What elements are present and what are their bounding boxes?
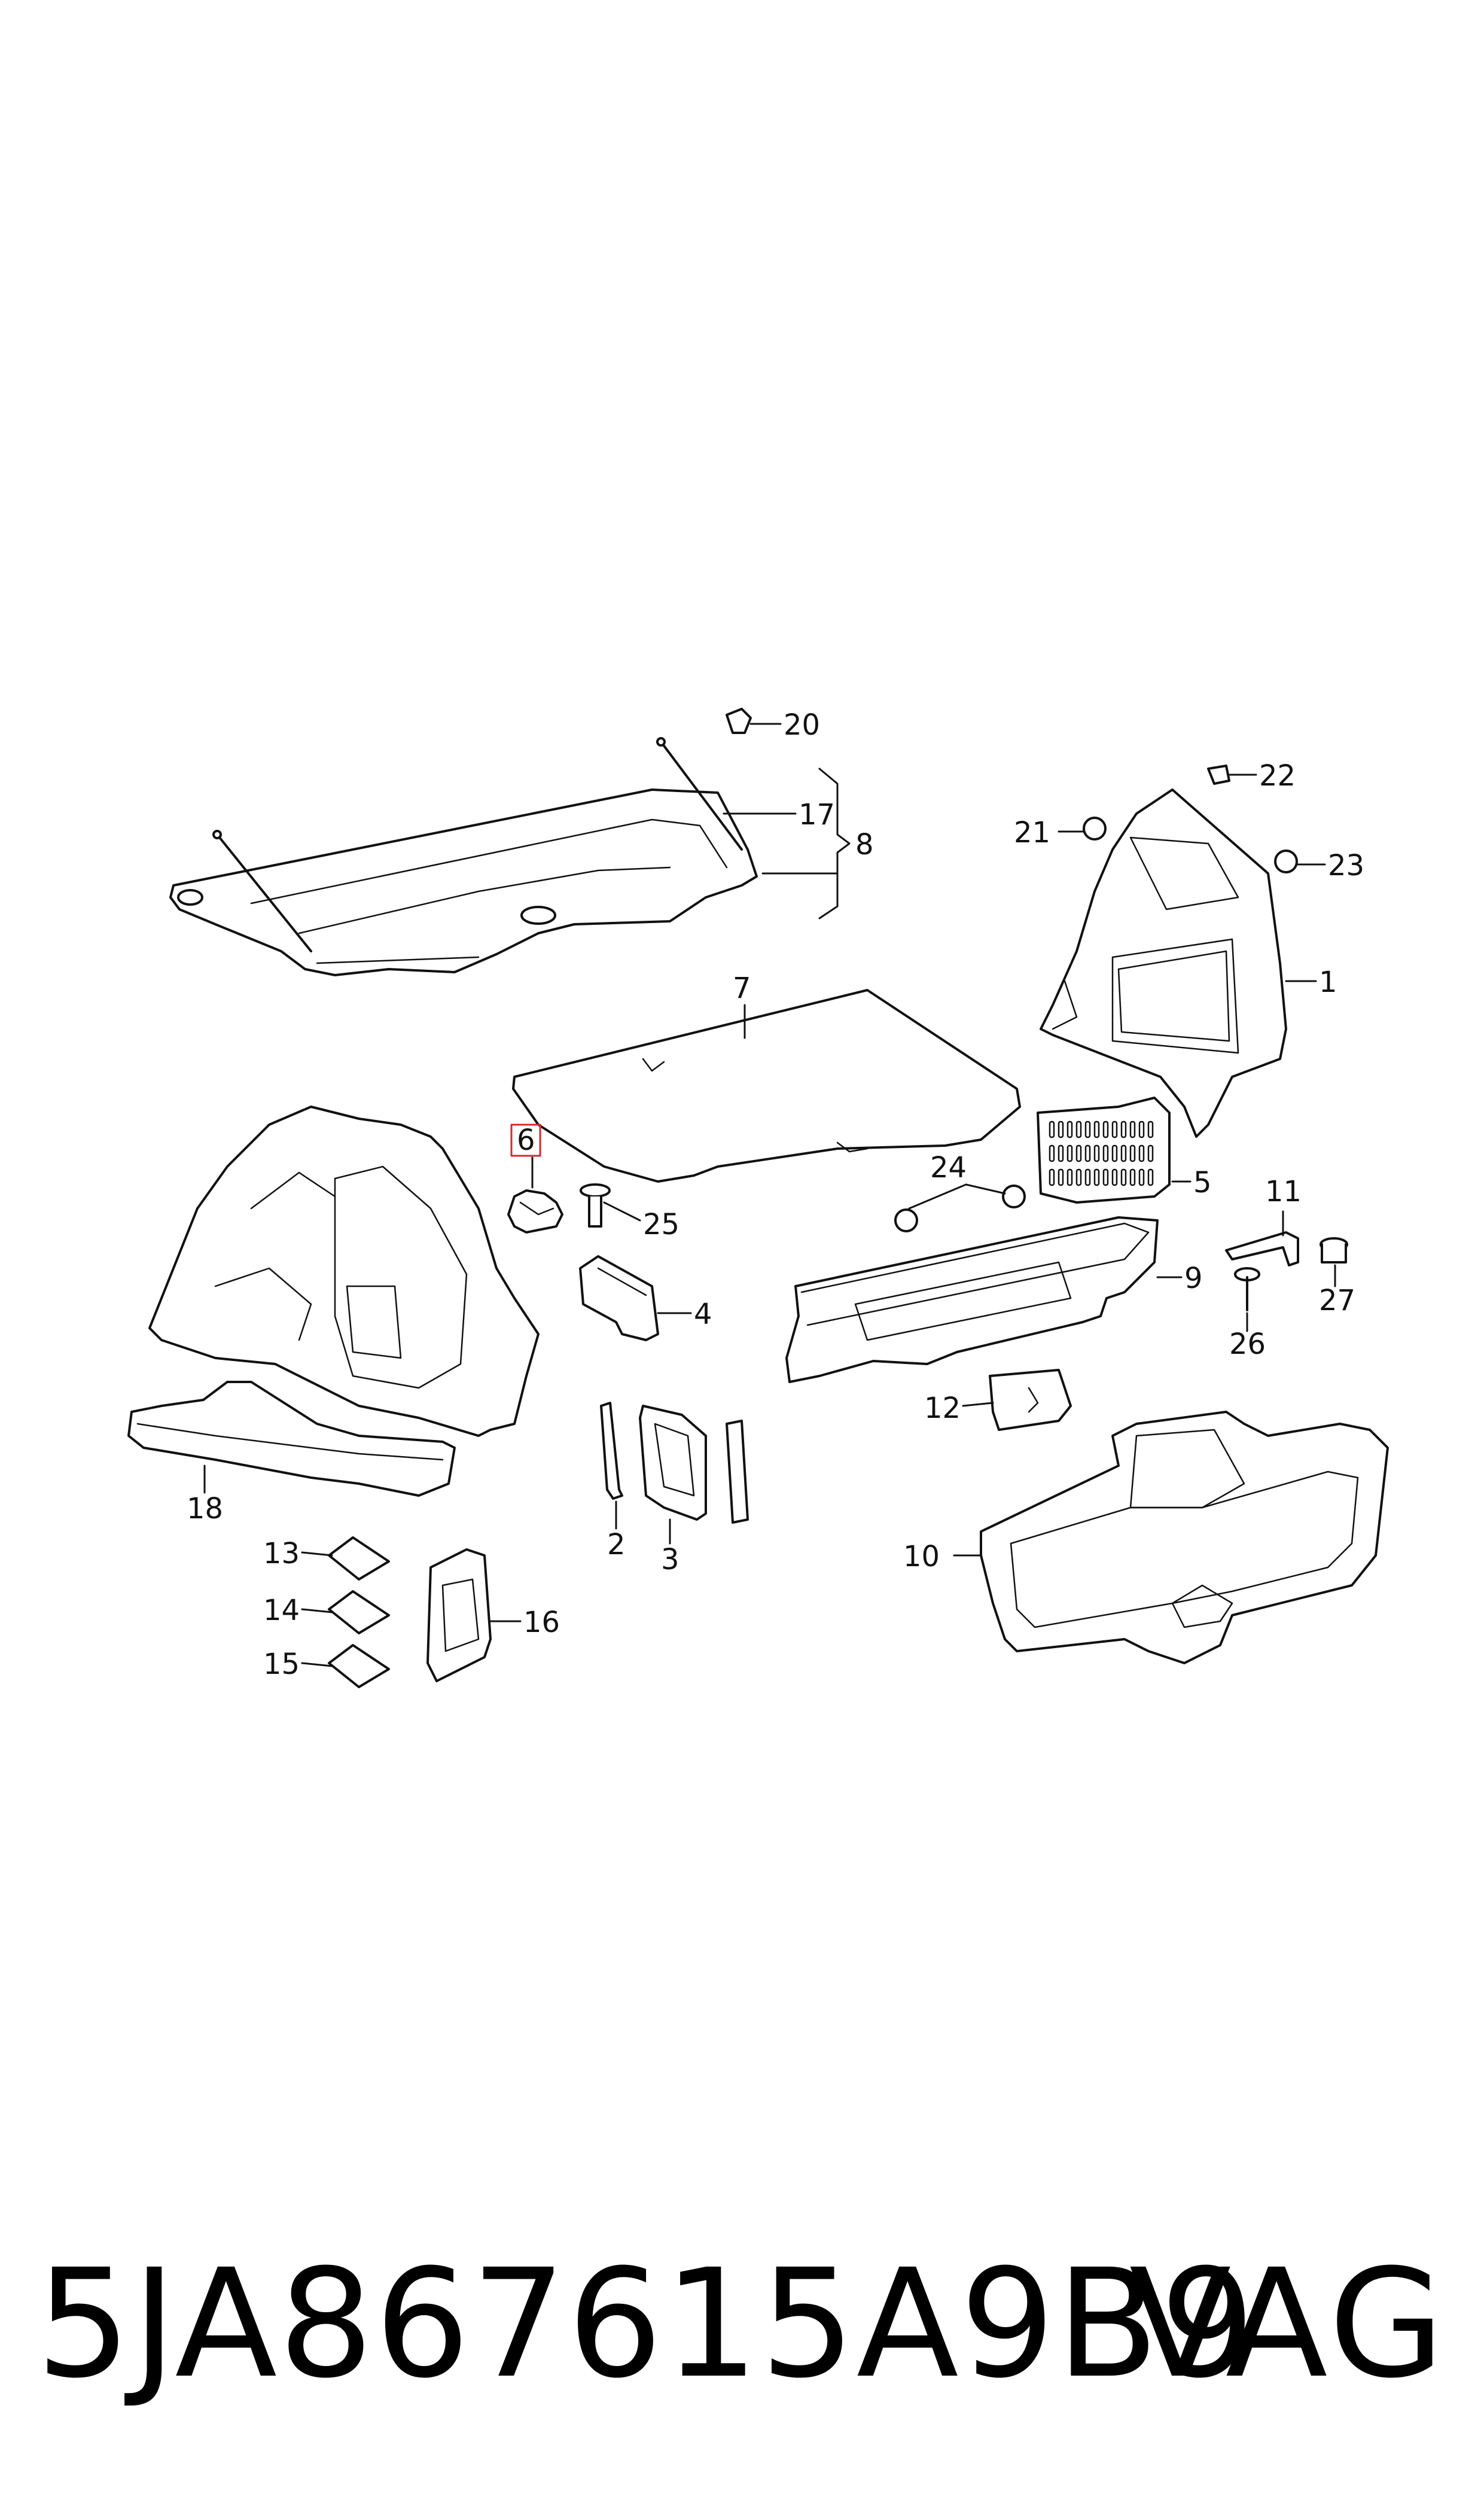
part-clip-6 (507, 1189, 563, 1234)
vent-slot (1102, 1121, 1109, 1138)
vent-slot (1093, 1144, 1100, 1162)
callout-25: 25 (643, 1208, 679, 1241)
callout-1: 1 (1319, 966, 1337, 999)
callout-26: 26 (1229, 1327, 1266, 1361)
vent-slot (1075, 1121, 1082, 1138)
vent-slot (1066, 1168, 1073, 1186)
callout-14: 14 (263, 1594, 300, 1627)
callout-15: 15 (263, 1648, 300, 1681)
part-screw-26 (1234, 1267, 1260, 1311)
part-push-rivet-25 (580, 1183, 611, 1228)
part-clip-20 (726, 708, 752, 734)
callout-6-highlight-box (510, 1123, 541, 1157)
leader-lines (203, 723, 1336, 1667)
part-pad-15 (328, 1644, 390, 1688)
vent-slot (1084, 1168, 1091, 1186)
part-bracket-4 (579, 1255, 659, 1341)
part-clip-24a (894, 1208, 918, 1232)
vent-slot (1049, 1144, 1055, 1162)
part-sill-trim (785, 1216, 1159, 1383)
vent-slot (1049, 1168, 1055, 1186)
vent-slot (1049, 1121, 1055, 1138)
callout-23: 23 (1328, 849, 1364, 882)
callout-5: 5 (1193, 1166, 1212, 1199)
part-rear-trim-panel (980, 1411, 1389, 1664)
vent-slot (1111, 1168, 1118, 1186)
callout-labels: 20 17 8 7 1 21 22 23 5 9 6 25 4 24 11 26… (187, 708, 1364, 1681)
callout-27: 27 (1319, 1284, 1355, 1317)
part-strip-3b (726, 1420, 749, 1524)
vent-slot (1129, 1121, 1136, 1138)
vent-slot (1102, 1144, 1109, 1162)
part-clip-21 (1083, 817, 1107, 841)
part-clip-24b (1002, 1185, 1026, 1208)
callout-9: 9 (1184, 1262, 1203, 1295)
callout-11: 11 (1265, 1175, 1302, 1208)
vent-slot (1147, 1144, 1154, 1162)
callout-7: 7 (733, 972, 751, 1005)
vent-slot (1147, 1121, 1154, 1138)
vent-slot (1129, 1168, 1136, 1186)
vent-slot (1138, 1168, 1145, 1186)
callout-21: 21 (1014, 816, 1050, 850)
part-bumper-strip (127, 1381, 456, 1497)
callout-2: 2 (607, 1528, 626, 1561)
vent-slot (1138, 1121, 1145, 1138)
part-floor-mat (512, 989, 1021, 1183)
vent-slot (1120, 1121, 1127, 1138)
vent-slot (1111, 1144, 1118, 1162)
part-bush-27 (1320, 1237, 1348, 1263)
callout-4: 4 (694, 1298, 712, 1331)
part-number: 5JA867615A9B9 (36, 2237, 1257, 2411)
vent-slot (1120, 1168, 1127, 1186)
callout-12: 12 (924, 1392, 961, 1425)
part-parcel-shelf (169, 737, 758, 976)
vent-slot (1058, 1168, 1064, 1186)
vent-slot (1093, 1168, 1100, 1186)
part-wheelhouse-liner (148, 1106, 540, 1437)
vent-slot (1075, 1168, 1082, 1186)
callout-24: 24 (930, 1151, 967, 1185)
vent-slot (1066, 1121, 1073, 1138)
part-vent-cover (1037, 1097, 1171, 1204)
callout-22: 22 (1259, 759, 1296, 793)
part-frame-3 (639, 1405, 707, 1521)
vent-slot (1058, 1144, 1064, 1162)
part-foam-16 (426, 1548, 492, 1682)
callout-17: 17 (799, 798, 835, 832)
part-cap-12 (989, 1369, 1072, 1431)
part-side-trim-right (1040, 788, 1287, 1138)
part-pad-13 (328, 1536, 390, 1581)
vent-slot (1102, 1168, 1109, 1186)
part-clip-22 (1207, 765, 1230, 785)
brand-name: VAG (1129, 2237, 1448, 2411)
callout-13: 13 (263, 1537, 300, 1570)
part-clip-23 (1274, 850, 1298, 873)
vent-slot (1066, 1144, 1073, 1162)
vent-slot (1129, 1144, 1136, 1162)
vent-slot (1138, 1144, 1145, 1162)
vent-slot (1075, 1144, 1082, 1162)
callout-8: 8 (855, 828, 874, 861)
callout-10: 10 (903, 1540, 940, 1573)
vent-slot (1058, 1121, 1064, 1138)
vent-slot (1093, 1121, 1100, 1138)
vent-slot (1084, 1121, 1091, 1138)
vent-slot (1120, 1144, 1127, 1162)
callout-20: 20 (784, 708, 820, 742)
part-bracket-11 (1225, 1231, 1299, 1266)
vent-slot (1084, 1144, 1091, 1162)
part-pad-14 (328, 1590, 390, 1634)
callout-6: 6 (517, 1123, 535, 1157)
vent-slot (1111, 1121, 1118, 1138)
callout-16: 16 (523, 1606, 560, 1639)
vent-slot (1147, 1168, 1154, 1186)
callout-18: 18 (187, 1492, 223, 1526)
part-strip-2 (600, 1402, 623, 1500)
callout-3: 3 (661, 1543, 679, 1576)
